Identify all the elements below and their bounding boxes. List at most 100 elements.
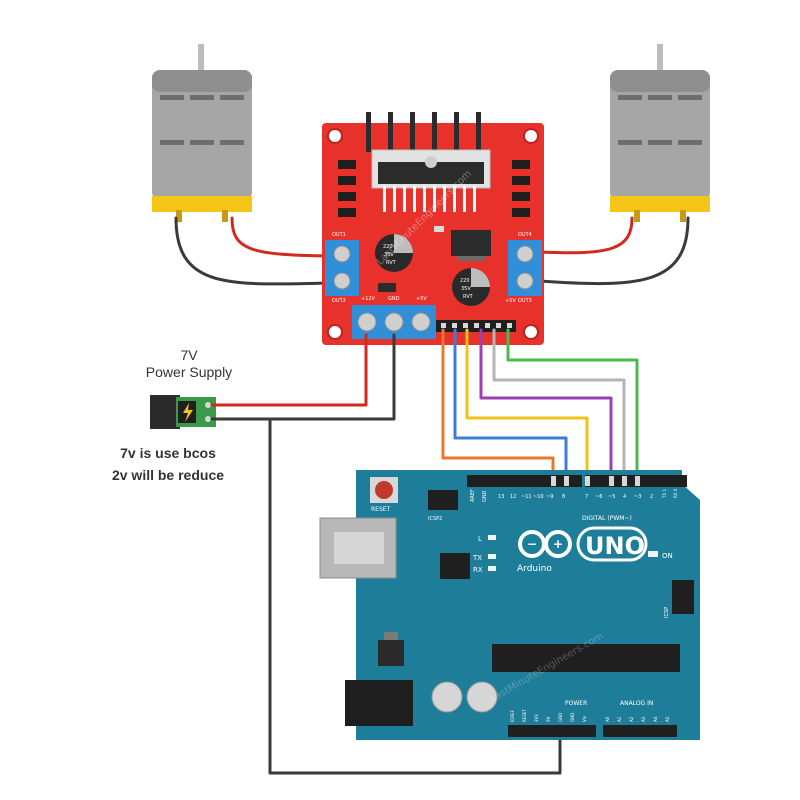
power-screw-5v — [411, 312, 431, 332]
pin-3v3-label: 3V3 — [534, 714, 539, 722]
pin-rx-label: RX 0 — [673, 488, 678, 498]
pin-vin-label: Vin — [582, 715, 587, 722]
cap-right-value: 220 — [460, 278, 470, 284]
capacitor-left: 220 35V RVT — [375, 234, 413, 272]
pin-a3-label: A3 — [641, 716, 646, 722]
power-screw-12v — [357, 312, 377, 332]
logo-minus: − — [527, 537, 537, 551]
out1-label: OUT1 — [332, 232, 346, 238]
right-motor-body — [610, 70, 710, 200]
uno-badge — [576, 526, 648, 562]
capacitor-right: 220 35V RVT — [452, 268, 490, 306]
pin-12-label: 12 — [510, 494, 516, 500]
note-line2: 2v will be reduce — [112, 467, 224, 483]
arduino-logo-text: Arduino — [517, 564, 552, 574]
power-supply: 7V Power Supply 7v is use bcos 2v will b… — [112, 347, 232, 483]
header-wire-tips — [551, 476, 640, 486]
right-motor-band — [610, 70, 710, 92]
pin-a4-label: A4 — [653, 716, 658, 722]
icsp2-label: ICSP2 — [428, 516, 442, 522]
power-label: POWER — [565, 700, 587, 707]
reset-button — [375, 481, 393, 499]
wire-in3-purple — [479, 328, 613, 492]
driver-hole-br — [523, 324, 539, 340]
label-5v: +5V — [416, 296, 427, 302]
lightning-icon — [183, 403, 193, 422]
out3-label: OUT3 — [518, 298, 532, 304]
reset-label: RESET — [371, 506, 391, 513]
pin-reset-label: RESET — [522, 709, 527, 722]
pin-8-label: 8 — [562, 494, 565, 500]
right-motor-black-wire — [538, 216, 690, 286]
right-motor — [610, 44, 710, 222]
led-tx-label: TX — [472, 554, 482, 562]
power-screw-gnd — [384, 312, 404, 332]
left-motor-tab-left — [176, 210, 182, 222]
wire-enb-green — [506, 328, 639, 492]
label-12v: +12V — [361, 296, 376, 302]
out1-screw-a — [333, 245, 351, 263]
cap-left-brand: RVT — [386, 260, 397, 266]
aref-label: AREF — [470, 489, 476, 502]
pin-gnd2-label: GND — [570, 713, 575, 722]
icsp-header — [672, 580, 694, 614]
pin-9-label: ~9 — [546, 494, 553, 500]
led-rx — [488, 566, 496, 571]
driver-chip — [378, 162, 484, 184]
heatsink-fins — [366, 112, 481, 152]
cap-right-voltage: 35V — [461, 286, 471, 292]
cap-left-value: 220 — [383, 244, 393, 250]
pin-10-label: ~10 — [533, 494, 544, 500]
out4-screw-a — [516, 245, 534, 263]
left-motor-black-wire — [174, 216, 332, 286]
right-motor-shaft — [657, 44, 663, 74]
driver-hole-tl — [327, 128, 343, 144]
atmega-chip — [492, 644, 680, 672]
wire-in1-blue — [453, 328, 568, 492]
wire-in2-yellow — [465, 328, 589, 492]
supply-red-wire — [210, 333, 368, 407]
pin-7-label: 7 — [585, 494, 588, 500]
power-supply-title-line1: 7V — [180, 347, 198, 363]
on-label: ON — [662, 552, 673, 560]
regulator-tab — [457, 256, 485, 261]
label-5v-b: +5V — [505, 298, 516, 304]
left-motor-body — [152, 70, 252, 200]
right-diodes — [512, 160, 530, 217]
pin-a2-label: A2 — [629, 716, 634, 722]
left-motor-tab-right — [222, 210, 228, 222]
pin-tx-label: TX 1 — [662, 489, 667, 499]
chip-screw — [425, 156, 437, 168]
driver-hole-bl — [327, 324, 343, 340]
regulator-tab-top — [384, 632, 398, 640]
jack-pad-a — [205, 402, 211, 408]
pin-3-label: ~3 — [634, 494, 641, 500]
control-header-pins — [441, 323, 512, 328]
pin-ioref-label: IOREF — [510, 709, 515, 722]
icsp2-header — [428, 490, 458, 510]
left-motor-yellow-cap — [152, 196, 252, 212]
label-gnd: GND — [388, 296, 400, 302]
pin-a1-label: A1 — [617, 716, 622, 722]
gnd-top-label: GND — [482, 490, 488, 502]
analog-label: ANALOG IN — [620, 700, 653, 707]
pin-5v-label: 5V — [546, 716, 551, 722]
analog-pin-labels: A0 A1 A2 A3 A4 A5 — [605, 716, 670, 722]
usb-inner — [334, 532, 384, 564]
wire-in4-gray — [492, 328, 626, 492]
usb-chip — [440, 553, 470, 579]
logo-plus: + — [553, 537, 563, 551]
digital-pin-labels: 13 12 ~11 ~10 ~9 8 7 ~6 ~5 4 ~3 2 TX 1 R… — [498, 488, 678, 500]
left-motor — [152, 44, 252, 222]
icsp-label: ICSP — [664, 607, 670, 618]
out3-screw-b — [516, 272, 534, 290]
uno-label: UNO — [585, 532, 645, 560]
jumper-12v — [378, 283, 396, 292]
barrel-jack-body — [150, 395, 180, 429]
voltage-regulator — [378, 640, 404, 666]
left-motor-shaft — [198, 44, 204, 74]
power-cap-2 — [466, 681, 498, 713]
out4-label: OUT4 — [518, 232, 532, 238]
jack-pad-b — [205, 416, 211, 422]
